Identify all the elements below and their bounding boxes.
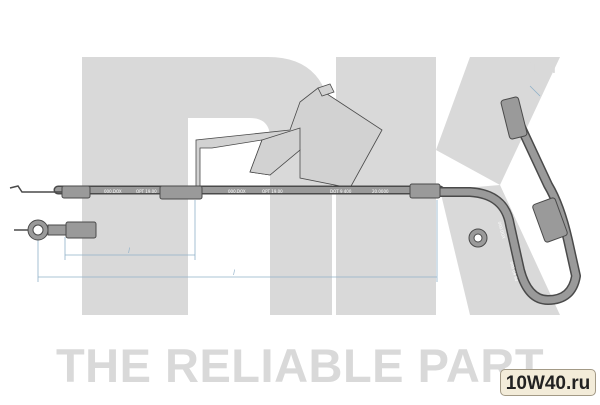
- crimp-ferrule: [159, 185, 203, 200]
- hose-print: 20.0000: [372, 189, 389, 194]
- trademark-symbol: ™: [528, 56, 558, 89]
- hose-print: 000.DOX: [228, 189, 246, 194]
- logo-k-arm-upper: [436, 57, 560, 185]
- dimension-lines: l l: [37, 85, 541, 282]
- hose-print: 000.DOX: [497, 221, 506, 240]
- crimp-ferrule: [409, 183, 441, 199]
- crimp-ferrule: [61, 185, 91, 199]
- brand-slogan: THE RELIABLE PART: [55, 339, 545, 392]
- crimp-ferrule: [65, 221, 97, 239]
- hose-print: OPT 19.00: [262, 189, 283, 194]
- banjo-eye-hole: [32, 224, 44, 236]
- dimension-line-fitting: [529, 85, 541, 97]
- mounting-bracket: [195, 83, 383, 189]
- hose-print: DOT 9 400: [330, 189, 352, 194]
- ring-bracket-hole: [473, 233, 483, 243]
- dimension-label-short: l: [128, 247, 130, 255]
- hose-print: 000.DOX: [104, 189, 122, 194]
- dimension-label-long: l: [233, 269, 235, 277]
- end-fitting-upper-right: [500, 96, 528, 140]
- site-badge: 10W40.ru: [500, 369, 596, 396]
- bracket-flange: [249, 127, 301, 176]
- end-fitting-upper-left: [9, 185, 62, 193]
- banjo-fitting-body: [47, 224, 67, 236]
- crimp-ferrule: [532, 197, 568, 243]
- brake-hose: 000.DOX OPT 19.00 000.DOX OPT 19.00 DOT …: [9, 96, 581, 305]
- hose-print: OPT 19.00: [136, 189, 157, 194]
- bracket-tab: [317, 83, 335, 97]
- hose-print: 000 04 94: [509, 261, 519, 282]
